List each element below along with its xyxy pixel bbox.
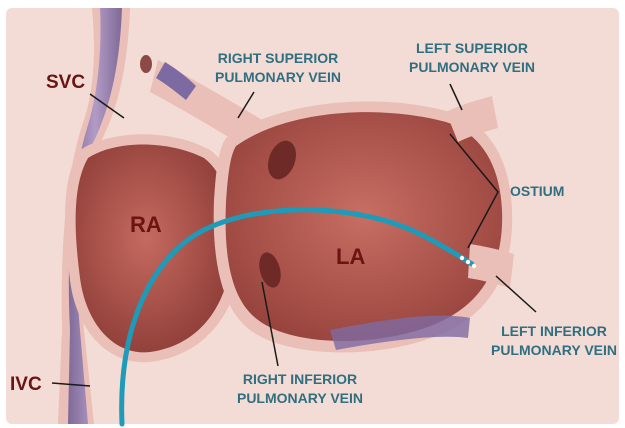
rspv-label-line1: RIGHT SUPERIOR [218,50,339,66]
svc-opening [140,55,152,73]
rspv-label-line2: PULMONARY VEIN [215,69,341,85]
la-label: LA [336,244,365,269]
lipv-label-line2: PULMONARY VEIN [491,342,617,358]
catheter-electrode [466,260,470,264]
svc-label: SVC [46,72,85,93]
ripv-label-line2: PULMONARY VEIN [237,390,363,406]
ra-label: RA [130,212,162,237]
catheter-electrode [460,256,464,260]
ripv-label-line1: RIGHT INFERIOR [243,371,357,387]
lspv-label-line1: LEFT SUPERIOR [416,40,528,56]
ivc-label: IVC [10,374,42,395]
lspv-label-line2: PULMONARY VEIN [409,59,535,75]
catheter-electrode [472,264,476,268]
lipv-label-line1: LEFT INFERIOR [501,323,607,339]
ostium-label: OSTIUM [510,183,564,199]
